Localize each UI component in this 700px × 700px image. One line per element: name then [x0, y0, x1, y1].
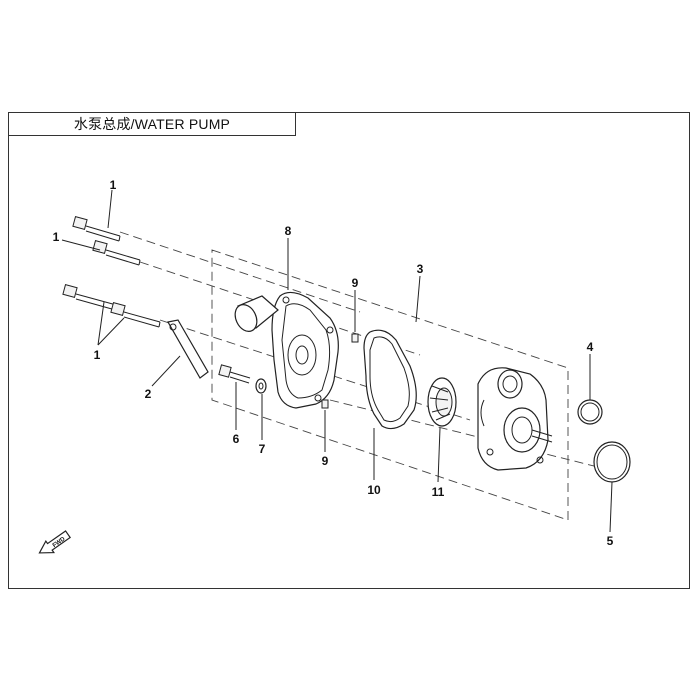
leader-o-ring-large	[609, 481, 613, 533]
callout-bolt-top-2: 1	[53, 230, 60, 244]
pump-body	[477, 367, 553, 471]
leader-bolt-group-a	[97, 301, 105, 346]
leader-bracket	[151, 355, 181, 387]
o-ring-small	[577, 399, 603, 425]
callout-o-ring-large: 5	[607, 534, 614, 548]
pin-upper	[351, 333, 359, 343]
pin-lower	[321, 399, 329, 409]
leader-bolt-top-1	[107, 189, 113, 229]
washer	[255, 378, 267, 394]
page-title: 水泵总成/WATER PUMP	[73, 116, 231, 132]
callout-bolt-group: 1	[94, 348, 101, 362]
leader-assembly	[415, 275, 421, 323]
pump-cover	[234, 291, 339, 409]
callout-impeller: 11	[432, 485, 445, 499]
bracket	[167, 319, 209, 379]
assembly-outline	[211, 249, 569, 521]
axis-line-upper	[119, 231, 361, 313]
diagram-frame	[8, 112, 690, 589]
callout-bracket: 2	[145, 387, 152, 401]
fwd-arrow-icon: FWD	[38, 530, 71, 554]
callout-short-bolt: 6	[233, 432, 240, 446]
callout-pump-assembly: 3	[417, 262, 424, 276]
callout-pin-lower: 9	[322, 454, 329, 468]
leader-bolt-group-b	[97, 317, 125, 346]
callout-o-ring-small: 4	[587, 340, 594, 354]
bolt-top-1	[72, 216, 121, 242]
short-bolt	[218, 364, 251, 384]
impeller	[427, 377, 457, 427]
bolt-top-2	[92, 240, 141, 266]
o-ring-large	[593, 441, 631, 483]
gasket	[363, 329, 417, 430]
callout-pin-upper: 9	[352, 276, 359, 290]
bolt-group-a	[62, 284, 121, 312]
callout-washer: 7	[259, 442, 266, 456]
leader-impeller	[437, 427, 441, 483]
callout-pump-cover: 8	[285, 224, 292, 238]
leader-bolt-top-2	[61, 239, 101, 251]
bolt-group-b	[110, 302, 161, 328]
title-box: 水泵总成/WATER PUMP	[8, 112, 296, 136]
callout-bolt-top-1: 1	[110, 178, 117, 192]
callout-gasket: 10	[367, 483, 381, 497]
